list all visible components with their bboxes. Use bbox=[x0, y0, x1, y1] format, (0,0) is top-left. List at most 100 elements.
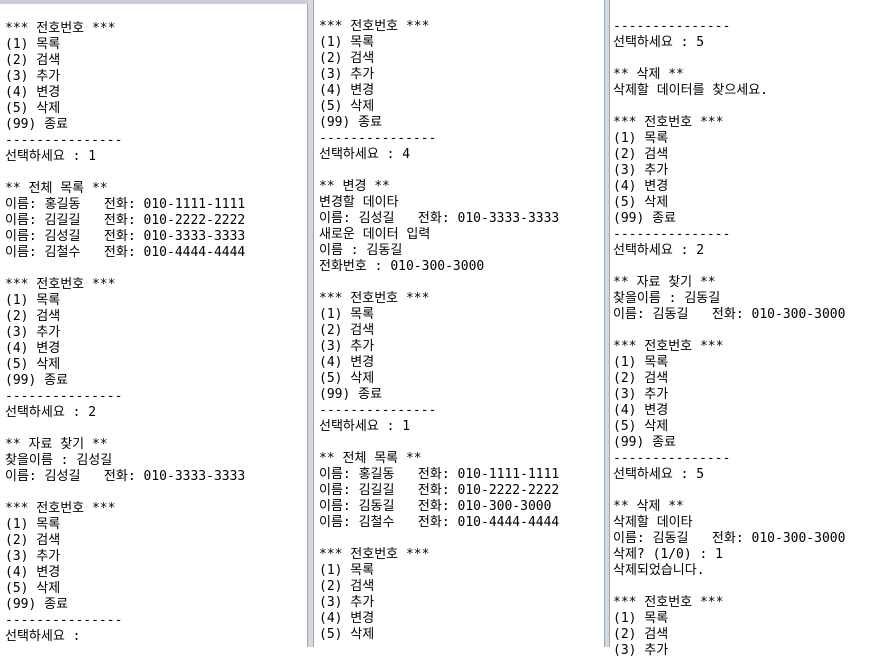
console-line bbox=[613, 323, 845, 339]
window-top-border bbox=[0, 0, 308, 4]
console-line: 삭제되었습니다. bbox=[613, 563, 705, 578]
console-line: --------------- bbox=[5, 389, 123, 404]
console-line: 이름: 김철수 전화: 010-4444-4444 bbox=[5, 245, 246, 260]
console-line: (99) 종료 bbox=[319, 115, 383, 130]
console-line bbox=[613, 51, 845, 67]
console-line: 선택하세요 : 1 bbox=[319, 419, 411, 434]
panel-divider bbox=[308, 0, 313, 647]
console-line: (1) 목록 bbox=[5, 37, 61, 52]
console-line: 이름: 김성길 전화: 010-3333-3333 bbox=[5, 229, 246, 244]
console-line: 선택하세요 : 2 bbox=[5, 405, 97, 420]
console-line: --------------- bbox=[319, 403, 437, 418]
console-line: (4) 변경 bbox=[319, 611, 375, 626]
console-line: (5) 삭제 bbox=[613, 195, 669, 210]
console-line: (2) 검색 bbox=[613, 627, 669, 642]
console-line: (3) 추가 bbox=[319, 339, 375, 354]
console-line: (4) 변경 bbox=[613, 179, 669, 194]
console-line: 선택하세요 : 2 bbox=[613, 243, 705, 258]
console-line: (3) 추가 bbox=[5, 325, 61, 340]
console-line: 이름: 김동길 전화: 010-300-3000 bbox=[613, 307, 846, 322]
console-line: 선택하세요 : 4 bbox=[319, 147, 411, 162]
console-line bbox=[613, 483, 845, 499]
console-line: *** 전호번호 *** bbox=[319, 291, 430, 306]
console-line bbox=[5, 421, 245, 437]
console-line: 이름: 홍길동 전화: 010-1111-1111 bbox=[319, 467, 560, 482]
console-line: (99) 종료 bbox=[613, 435, 677, 450]
console-line: (5) 삭제 bbox=[5, 357, 61, 372]
console-line: ** 삭제 ** bbox=[613, 499, 684, 514]
console-line bbox=[5, 261, 245, 277]
panel-divider bbox=[605, 0, 609, 647]
console-line: (99) 종료 bbox=[5, 117, 69, 132]
console-line: (2) 검색 bbox=[613, 371, 669, 386]
console-line: (3) 추가 bbox=[613, 643, 669, 658]
console-line bbox=[5, 165, 245, 181]
console-line: (1) 목록 bbox=[5, 293, 61, 308]
console-line: 이름: 김동길 전화: 010-300-3000 bbox=[613, 531, 846, 546]
console-line: 삭제? (1/0) : 1 bbox=[613, 547, 724, 562]
console-line bbox=[319, 163, 559, 179]
console-line: 삭제할 데이타 bbox=[613, 515, 693, 530]
console-line: (99) 종료 bbox=[5, 597, 69, 612]
console-line bbox=[613, 579, 845, 595]
console-line: (4) 변경 bbox=[5, 85, 61, 100]
console-output: *** 전호번호 ***(1) 목록(2) 검색(3) 추가(4) 변경(5) … bbox=[319, 19, 559, 643]
console-line: (4) 변경 bbox=[613, 403, 669, 418]
console-line: 이름: 김철수 전화: 010-4444-4444 bbox=[319, 515, 560, 530]
console-line: (4) 변경 bbox=[319, 83, 375, 98]
console-line: 찾을이름 : 김성길 bbox=[5, 453, 113, 468]
console-line: (1) 목록 bbox=[613, 611, 669, 626]
console-line: (1) 목록 bbox=[613, 355, 669, 370]
console-window-2[interactable]: *** 전호번호 ***(1) 목록(2) 검색(3) 추가(4) 변경(5) … bbox=[313, 0, 605, 647]
console-line: *** 전호번호 *** bbox=[613, 595, 724, 610]
console-line: --------------- bbox=[319, 131, 437, 146]
console-line: (99) 종료 bbox=[319, 387, 383, 402]
console-line: (2) 검색 bbox=[5, 533, 61, 548]
console-line: (5) 삭제 bbox=[319, 99, 375, 114]
console-line bbox=[613, 259, 845, 275]
console-line: --------------- bbox=[5, 133, 123, 148]
console-line: 삭제할 데이터를 찾으세요. bbox=[613, 83, 769, 98]
console-output: ---------------선택하세요 : 5** 삭제 **삭제할 데이터를… bbox=[613, 19, 845, 659]
console-line: (5) 삭제 bbox=[319, 371, 375, 386]
console-line: (5) 삭제 bbox=[319, 627, 375, 642]
console-line: ** 전체 목록 ** bbox=[319, 451, 422, 466]
console-line: (4) 변경 bbox=[5, 341, 61, 356]
console-line: ** 전체 목록 ** bbox=[5, 181, 108, 196]
console-line: *** 전호번호 *** bbox=[319, 19, 430, 34]
console-line: ** 변경 ** bbox=[319, 179, 390, 194]
console-line: (2) 검색 bbox=[319, 51, 375, 66]
console-line: (2) 검색 bbox=[5, 309, 61, 324]
console-line bbox=[319, 435, 559, 451]
console-line: (99) 종료 bbox=[613, 211, 677, 226]
console-line: 이름: 김길길 전화: 010-2222-2222 bbox=[319, 483, 560, 498]
console-window-3[interactable]: ---------------선택하세요 : 5** 삭제 **삭제할 데이터를… bbox=[609, 0, 890, 658]
console-line: ** 삭제 ** bbox=[613, 67, 684, 82]
console-line: (3) 추가 bbox=[613, 387, 669, 402]
console-line: (1) 목록 bbox=[5, 517, 61, 532]
console-line: *** 전호번호 *** bbox=[5, 277, 116, 292]
console-line: (1) 목록 bbox=[319, 35, 375, 50]
console-line: (2) 검색 bbox=[613, 147, 669, 162]
console-line: 이름: 김길길 전화: 010-2222-2222 bbox=[5, 213, 246, 228]
console-line: ** 자료 찾기 ** bbox=[613, 275, 716, 290]
console-line: 이름: 김성길 전화: 010-3333-3333 bbox=[5, 469, 246, 484]
console-line: (4) 변경 bbox=[5, 565, 61, 580]
console-line: (4) 변경 bbox=[319, 355, 375, 370]
console-line: 선택하세요 : 5 bbox=[613, 35, 705, 50]
console-line: --------------- bbox=[613, 227, 731, 242]
console-line: 선택하세요 : bbox=[5, 629, 81, 644]
console-line: *** 전호번호 *** bbox=[613, 115, 724, 130]
console-line: 선택하세요 : 5 bbox=[613, 467, 705, 482]
console-line: (2) 검색 bbox=[319, 323, 375, 338]
console-line: 선택하세요 : 1 bbox=[5, 149, 97, 164]
console-line: *** 전호번호 *** bbox=[5, 501, 116, 516]
console-line: 변경할 데이타 bbox=[319, 195, 399, 210]
console-line: (3) 추가 bbox=[319, 67, 375, 82]
console-line: (3) 추가 bbox=[613, 163, 669, 178]
console-line: *** 전호번호 *** bbox=[319, 547, 430, 562]
console-window-1[interactable]: *** 전호번호 ***(1) 목록(2) 검색(3) 추가(4) 변경(5) … bbox=[0, 0, 308, 647]
console-line: (1) 목록 bbox=[613, 131, 669, 146]
console-line: (5) 삭제 bbox=[613, 419, 669, 434]
